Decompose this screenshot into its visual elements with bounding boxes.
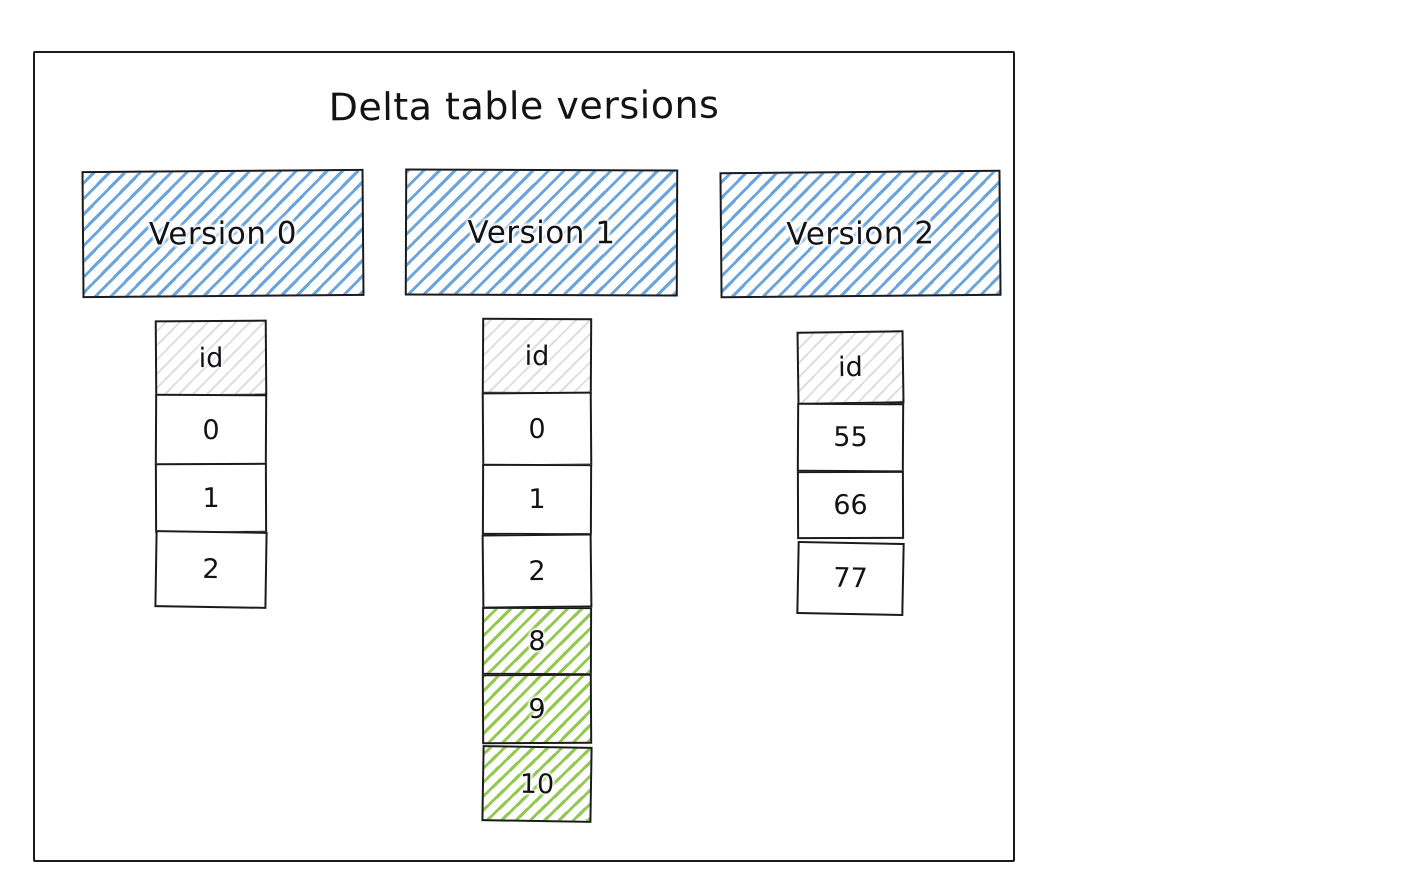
cell-value: 2 bbox=[528, 555, 546, 587]
table-row: 66 bbox=[796, 470, 905, 540]
page-title: Delta table versions bbox=[328, 82, 720, 130]
table-row-new: 9 bbox=[481, 673, 593, 745]
table-row: 2 bbox=[481, 533, 593, 609]
table-header-cell-1: id bbox=[481, 317, 593, 395]
version-banner-0[interactable]: Version 0 bbox=[81, 168, 365, 299]
cell-value: 8 bbox=[528, 625, 546, 657]
version-banner-label-1: Version 1 bbox=[467, 214, 616, 251]
cell-value: 77 bbox=[833, 562, 868, 595]
table-row-new: 8 bbox=[481, 606, 593, 676]
cell-value: 1 bbox=[528, 483, 546, 516]
table-row: 55 bbox=[796, 402, 905, 473]
table-row-new: 10 bbox=[481, 745, 593, 823]
table-row: 1 bbox=[481, 463, 593, 536]
table-row: 1 bbox=[154, 462, 268, 534]
cell-value: 66 bbox=[833, 489, 868, 521]
version-banner-label-2: Version 2 bbox=[786, 215, 935, 253]
cell-value: 1 bbox=[202, 482, 220, 514]
version-banner-2[interactable]: Version 2 bbox=[719, 169, 1002, 299]
table-header-cell-0: id bbox=[154, 319, 268, 397]
diagram-frame bbox=[33, 51, 1015, 862]
cell-value: 9 bbox=[528, 693, 546, 725]
table-header-label-2: id bbox=[837, 351, 864, 384]
table-row: 0 bbox=[481, 391, 593, 467]
table-header-cell-2: id bbox=[796, 330, 905, 405]
table-header-label-1: id bbox=[524, 340, 550, 372]
cell-value: 2 bbox=[202, 553, 220, 586]
table-row: 77 bbox=[796, 540, 905, 617]
cell-value: 0 bbox=[202, 414, 220, 446]
cell-value: 55 bbox=[833, 421, 868, 454]
table-row: 0 bbox=[154, 393, 268, 467]
version-banner-label-0: Version 0 bbox=[148, 214, 298, 253]
cell-value: 10 bbox=[519, 768, 555, 800]
version-banner-1[interactable]: Version 1 bbox=[404, 168, 679, 297]
table-row: 2 bbox=[154, 530, 268, 609]
table-header-label-0: id bbox=[198, 342, 224, 374]
cell-value: 0 bbox=[528, 413, 546, 445]
